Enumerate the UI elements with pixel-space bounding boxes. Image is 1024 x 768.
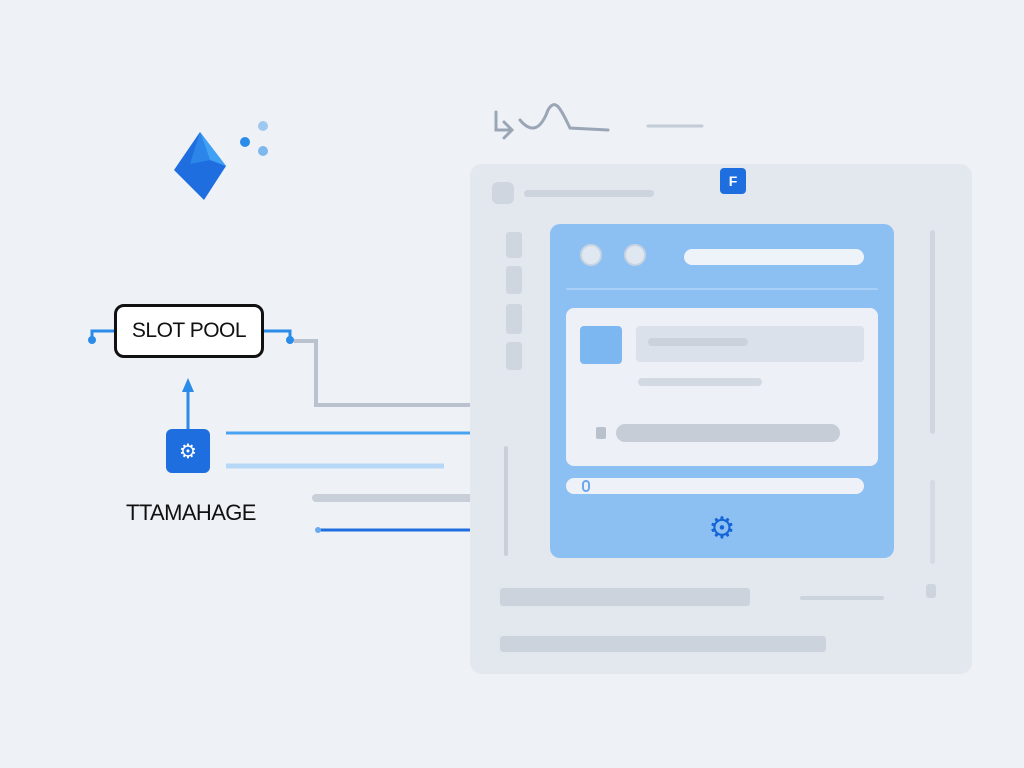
footer-short-line — [800, 596, 884, 600]
slot-pool-node: SLOT POOL — [114, 304, 264, 358]
card-handle — [596, 427, 606, 439]
panel-divider — [566, 288, 878, 290]
panel-header-field[interactable] — [684, 249, 864, 265]
sidebar-item[interactable] — [506, 266, 522, 294]
gear-icon: ⚙ — [166, 429, 210, 473]
card-line — [638, 378, 762, 386]
scrollbar-lower — [930, 480, 935, 564]
gear-up-arrowhead — [182, 378, 194, 392]
sidebar-divider — [504, 446, 508, 556]
manage-label: TTAMAHAGE — [126, 500, 256, 525]
decorative-dots — [236, 118, 276, 162]
window-corner-square — [492, 182, 514, 204]
sidebar-item[interactable] — [506, 304, 522, 334]
footer-line — [500, 636, 826, 652]
settings-cog-icon[interactable]: ⚙ — [708, 511, 736, 545]
slot-pool-left-dot — [88, 336, 96, 344]
f-badge-icon: F — [720, 168, 746, 194]
window-title-bar — [524, 190, 654, 197]
manage-arrow-tail — [315, 527, 321, 533]
panel-input-field[interactable] — [566, 478, 864, 494]
slot-pool-right-connector — [264, 329, 292, 338]
blue-gem-logo-icon — [172, 130, 232, 202]
sidebar-item[interactable] — [506, 232, 522, 258]
scribble-line — [494, 103, 610, 140]
card-line — [648, 338, 748, 346]
sidebar-item[interactable] — [506, 342, 522, 370]
slot-pool-label: SLOT POOL — [131, 319, 247, 342]
scrollbar-track[interactable] — [930, 230, 935, 434]
input-cursor-icon — [582, 480, 590, 492]
panel-circle-button[interactable] — [580, 244, 602, 266]
slot-pool-left-connector — [90, 329, 114, 338]
slot-pool-right-dot — [286, 336, 294, 344]
scroll-handle[interactable] — [926, 584, 936, 598]
card-thumbnail — [580, 326, 622, 364]
card-bottom-field[interactable] — [616, 424, 840, 442]
panel-circle-button[interactable] — [624, 244, 646, 266]
footer-line — [500, 588, 750, 606]
